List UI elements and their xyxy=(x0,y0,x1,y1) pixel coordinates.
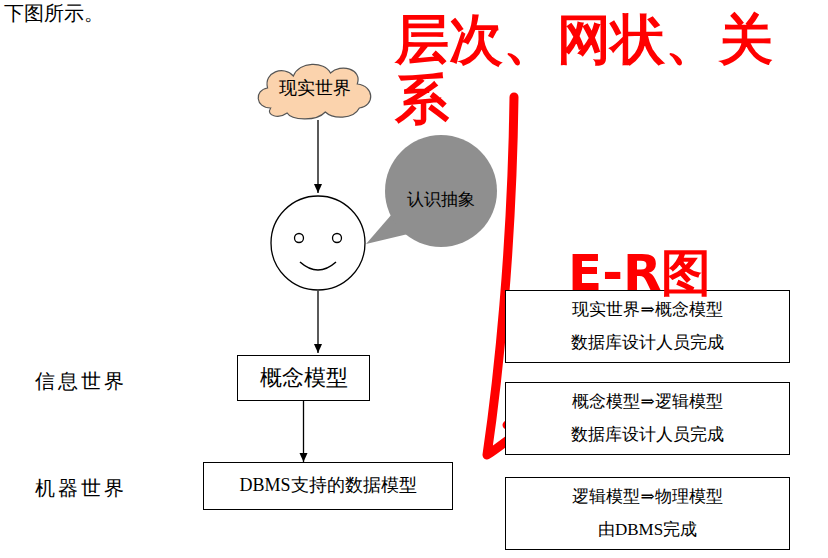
arrow-connector xyxy=(303,401,304,462)
cloud-shape: 现实世界 xyxy=(250,58,380,120)
arrow-line xyxy=(317,120,318,193)
red-annotation: 层次、网状、关系 xyxy=(395,10,825,131)
note-box: 概念模型⇒逻辑模型数据库设计人员完成 xyxy=(505,382,790,455)
node-text: 逻辑模型⇒物理模型 xyxy=(572,481,722,513)
node-text: DBMS支持的数据模型 xyxy=(239,474,416,497)
speech-bubble: 认识抽象 xyxy=(385,135,497,247)
arrow-line xyxy=(317,291,318,353)
node-text: 现实世界 xyxy=(279,77,351,100)
process-box: 概念模型 xyxy=(237,355,370,401)
caption-fragment: 下图所示。 xyxy=(4,0,104,27)
node-text: 数据库设计人员完成 xyxy=(571,419,724,451)
note-box: 逻辑模型⇒物理模型由DBMS完成 xyxy=(505,477,790,550)
world-label: 机器世界 xyxy=(35,475,127,502)
process-box: DBMS支持的数据模型 xyxy=(203,462,453,510)
node-text: 概念模型 xyxy=(260,364,348,393)
node-text: 概念模型⇒逻辑模型 xyxy=(572,386,722,418)
smiley-face xyxy=(271,196,365,290)
world-label: 信息世界 xyxy=(35,368,127,395)
node-text: 认识抽象 xyxy=(407,189,475,211)
node-text: 由DBMS完成 xyxy=(598,514,697,546)
node-text: 数据库设计人员完成 xyxy=(571,327,724,359)
red-annotation: E-R图 xyxy=(568,240,711,307)
